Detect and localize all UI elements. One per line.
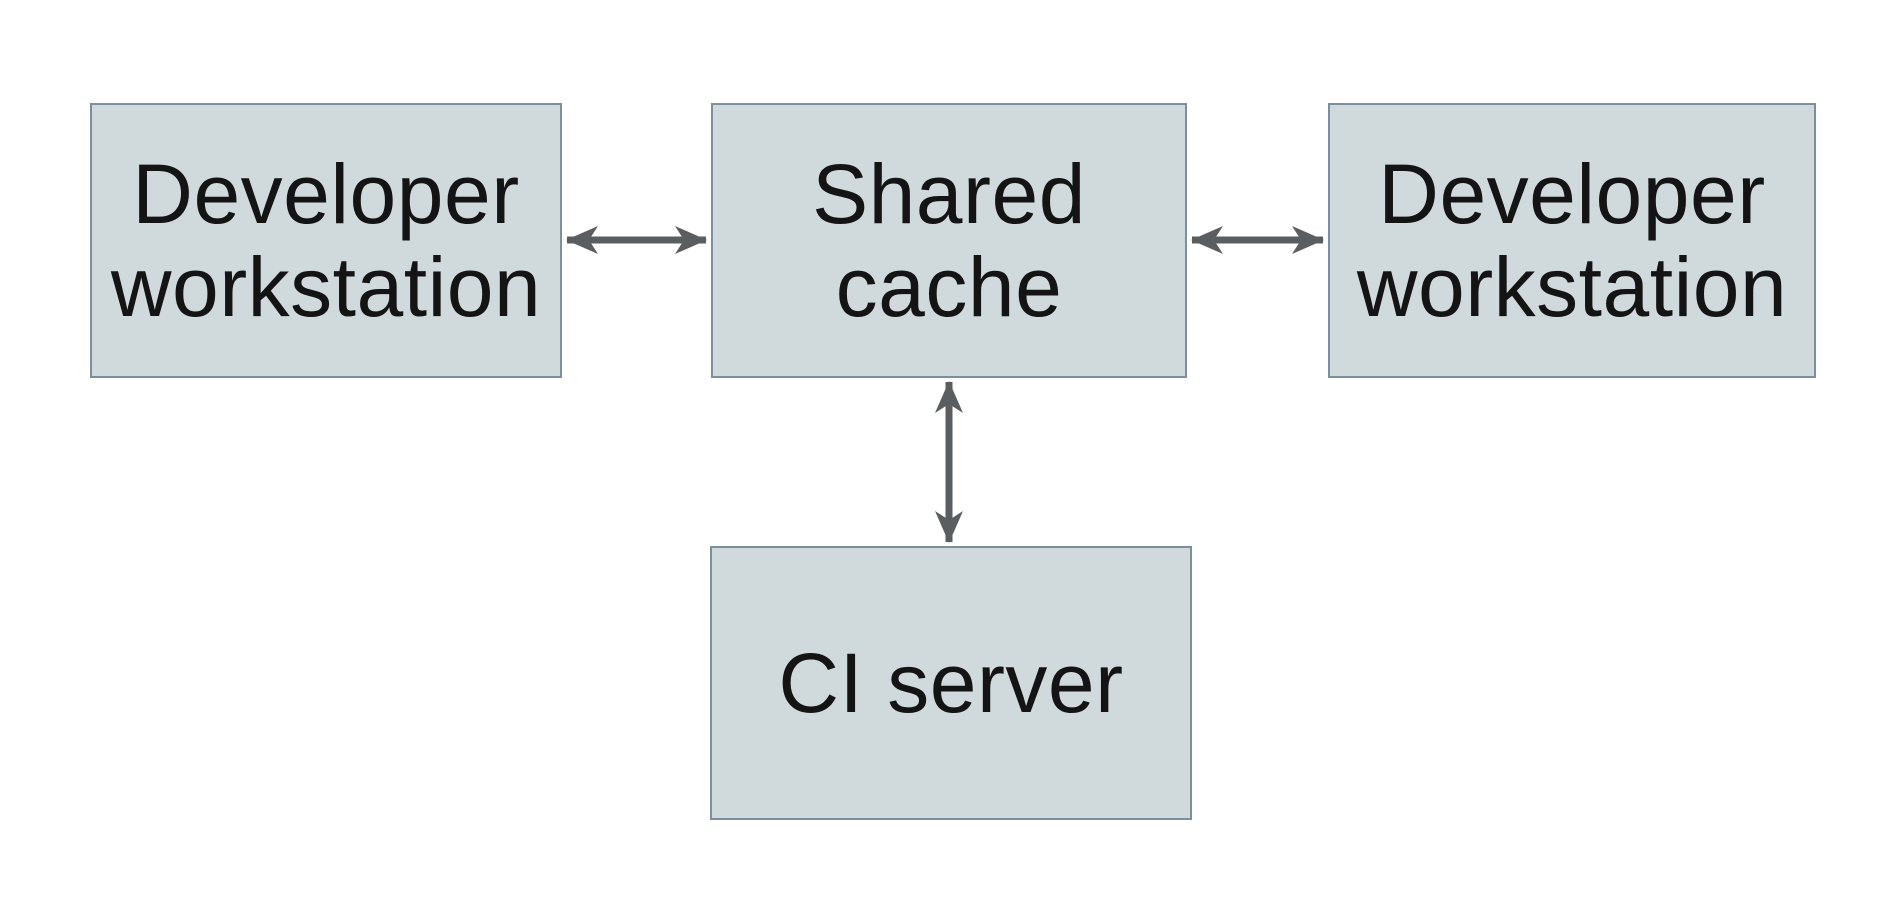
node-label-line: workstation [1356, 239, 1788, 334]
node-developer-workstation-left: Developer workstation [90, 103, 562, 378]
node-label-line: cache [835, 239, 1063, 334]
node-label-line: Developer [1378, 147, 1766, 242]
node-developer-workstation-right: Developer workstation [1328, 103, 1816, 378]
node-label-line: Developer [132, 147, 520, 242]
node-label-line: Shared [812, 147, 1086, 242]
node-label-line: workstation [110, 239, 542, 334]
node-shared-cache: Shared cache [711, 103, 1187, 378]
node-ci-server: CI server [710, 546, 1192, 820]
node-label-line: CI server [778, 635, 1124, 730]
